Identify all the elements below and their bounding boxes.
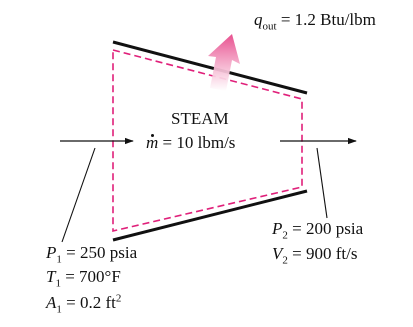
outlet-velocity-label: V2 = 900 ft/s	[272, 244, 358, 267]
upper-wall	[112, 40, 308, 95]
heat-out-label: qout = 1.2 Btu/lbm	[254, 10, 376, 33]
inlet-leader-line	[61, 147, 96, 243]
heat-value: = 1.2 Btu/lbm	[280, 10, 376, 29]
heat-out-arrow	[208, 34, 240, 91]
outlet-leader-line	[316, 147, 328, 219]
inlet-temperature-label: T1 = 700°F	[46, 267, 121, 290]
mass-flow-label: m = 10 lbm/s	[146, 133, 235, 153]
inlet-area-label: A1 = 0.2 ft2	[46, 292, 122, 316]
heat-subscript: out	[262, 20, 277, 33]
mass-flow-symbol: m	[146, 133, 159, 152]
inlet-pressure-label: P1 = 250 psia	[46, 243, 138, 266]
outlet-pressure-label: P2 = 200 psia	[272, 219, 364, 242]
fluid-name-label: STEAM	[171, 109, 229, 128]
mass-flow-value: = 10 lbm/s	[162, 133, 236, 152]
lower-wall	[112, 189, 308, 242]
heat-symbol: q	[254, 10, 263, 29]
